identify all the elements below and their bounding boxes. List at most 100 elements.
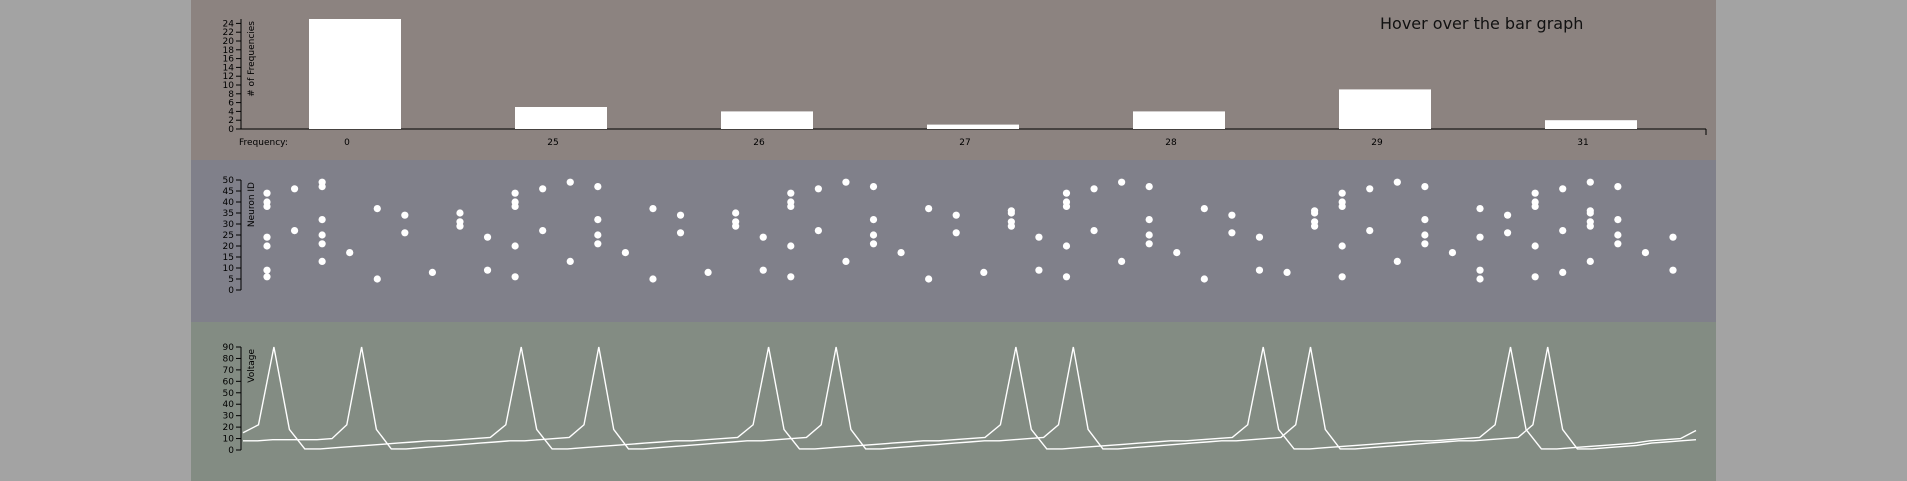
spike-dot [732,218,740,226]
raster-y-tick-label: 50 [223,176,235,186]
spike-dot [869,240,878,248]
spike-dot [1200,275,1208,283]
spike-dot [869,183,878,191]
spike-dot [1614,240,1622,248]
spike-dot [732,209,740,217]
spike-dot [980,268,988,276]
spike-dot [1311,207,1319,215]
spike-dot [318,231,326,239]
spike-dot [925,205,933,213]
spike-dot [318,178,326,186]
spike-dot [1586,257,1594,265]
spike-dot [318,257,326,265]
spike-dot [594,216,602,224]
spike-dot [594,240,602,248]
spike-dot [511,242,519,250]
spike-dot [1641,249,1650,257]
hist-y-tick-label: 8 [228,90,234,100]
raster-y-tick-label: 0 [228,286,234,296]
spike-dot [511,198,519,206]
histogram-bar[interactable] [1339,89,1431,129]
spike-dot [456,209,464,217]
spike-dot [897,249,905,257]
spike-dot [1393,257,1401,265]
spike-dot [1090,185,1098,193]
spike-dot [842,257,850,265]
spike-dot [1503,211,1512,219]
hist-x-tick-label: 29 [1371,138,1383,148]
hist-y-tick-label: 4 [228,107,234,117]
voltage-y-tick-label: 20 [223,423,235,433]
voltage-y-tick-label: 50 [223,389,235,399]
spike-dot [1118,257,1126,265]
spike-dot [676,229,685,237]
voltage-y-tick-label: 40 [223,400,235,410]
histogram-bar[interactable] [309,19,401,129]
hist-y-tick-label: 6 [228,99,234,109]
spike-dot [483,233,492,241]
spike-dot [1669,233,1677,241]
hover-instruction: Hover over the bar graph [1380,14,1584,33]
spike-dot [1007,207,1015,215]
spike-dot [483,266,492,274]
spike-dot [787,273,795,281]
voltage-y-tick-label: 30 [223,412,235,422]
hist-x-tick-label: 27 [959,138,970,148]
spike-dot [263,198,271,206]
histogram-bar[interactable] [515,107,607,129]
spike-dot [1531,273,1539,281]
raster-y-tick-label: 10 [223,264,235,274]
hist-x-tick-label: 0 [344,138,350,148]
spike-dot [1366,185,1374,193]
voltage-y-tick-label: 80 [223,354,235,364]
histogram-bar[interactable] [1545,120,1637,129]
histogram-bar[interactable] [1133,111,1225,129]
hist-x-axis [241,128,1707,135]
spike-dot [1228,229,1236,237]
voltage-y-tick-label: 60 [223,377,235,387]
hist-y-tick-label: 16 [223,55,235,65]
spike-dot [814,227,822,235]
spike-dot [1614,231,1622,239]
histogram-bar[interactable] [927,124,1019,129]
spike-dot [649,275,657,283]
spike-dot [1311,218,1319,226]
spike-dot [263,273,271,281]
spike-dot [346,249,354,257]
spike-dot [869,216,878,224]
spike-dot [1062,273,1071,281]
spike-dot [1503,229,1512,237]
raster-y-tick-label: 45 [223,187,234,197]
spike-dot [373,275,381,283]
spike-dot [842,178,850,186]
hist-x-tick-label: 25 [547,138,558,148]
voltage-trace-line [242,346,1697,450]
spike-dot [1035,266,1043,274]
hist-y-tick-label: 2 [228,116,234,126]
spike-dot [1118,178,1126,186]
spike-dot [1145,183,1153,191]
spike-dot [1145,216,1153,224]
voltage-y-tick-label: 10 [223,435,235,445]
spike-dot [1338,242,1346,250]
spike-dot [263,242,271,250]
spike-dot [952,229,960,237]
hist-y-tick-label: 24 [223,19,235,29]
spike-dot [511,189,519,197]
hist-x-tick-label: 28 [1165,138,1177,148]
voltage-trace-line [243,346,1697,450]
raster-y-tick-label: 40 [223,198,235,208]
histogram-bar[interactable] [721,111,813,129]
spike-dot [373,205,381,213]
spike-dot [1421,231,1429,239]
spike-dot [1586,218,1594,226]
spike-dot [263,189,271,197]
raster-y-tick-label: 30 [223,220,235,230]
spike-dot [676,211,685,219]
raster-y-tick-label: 20 [223,242,235,252]
